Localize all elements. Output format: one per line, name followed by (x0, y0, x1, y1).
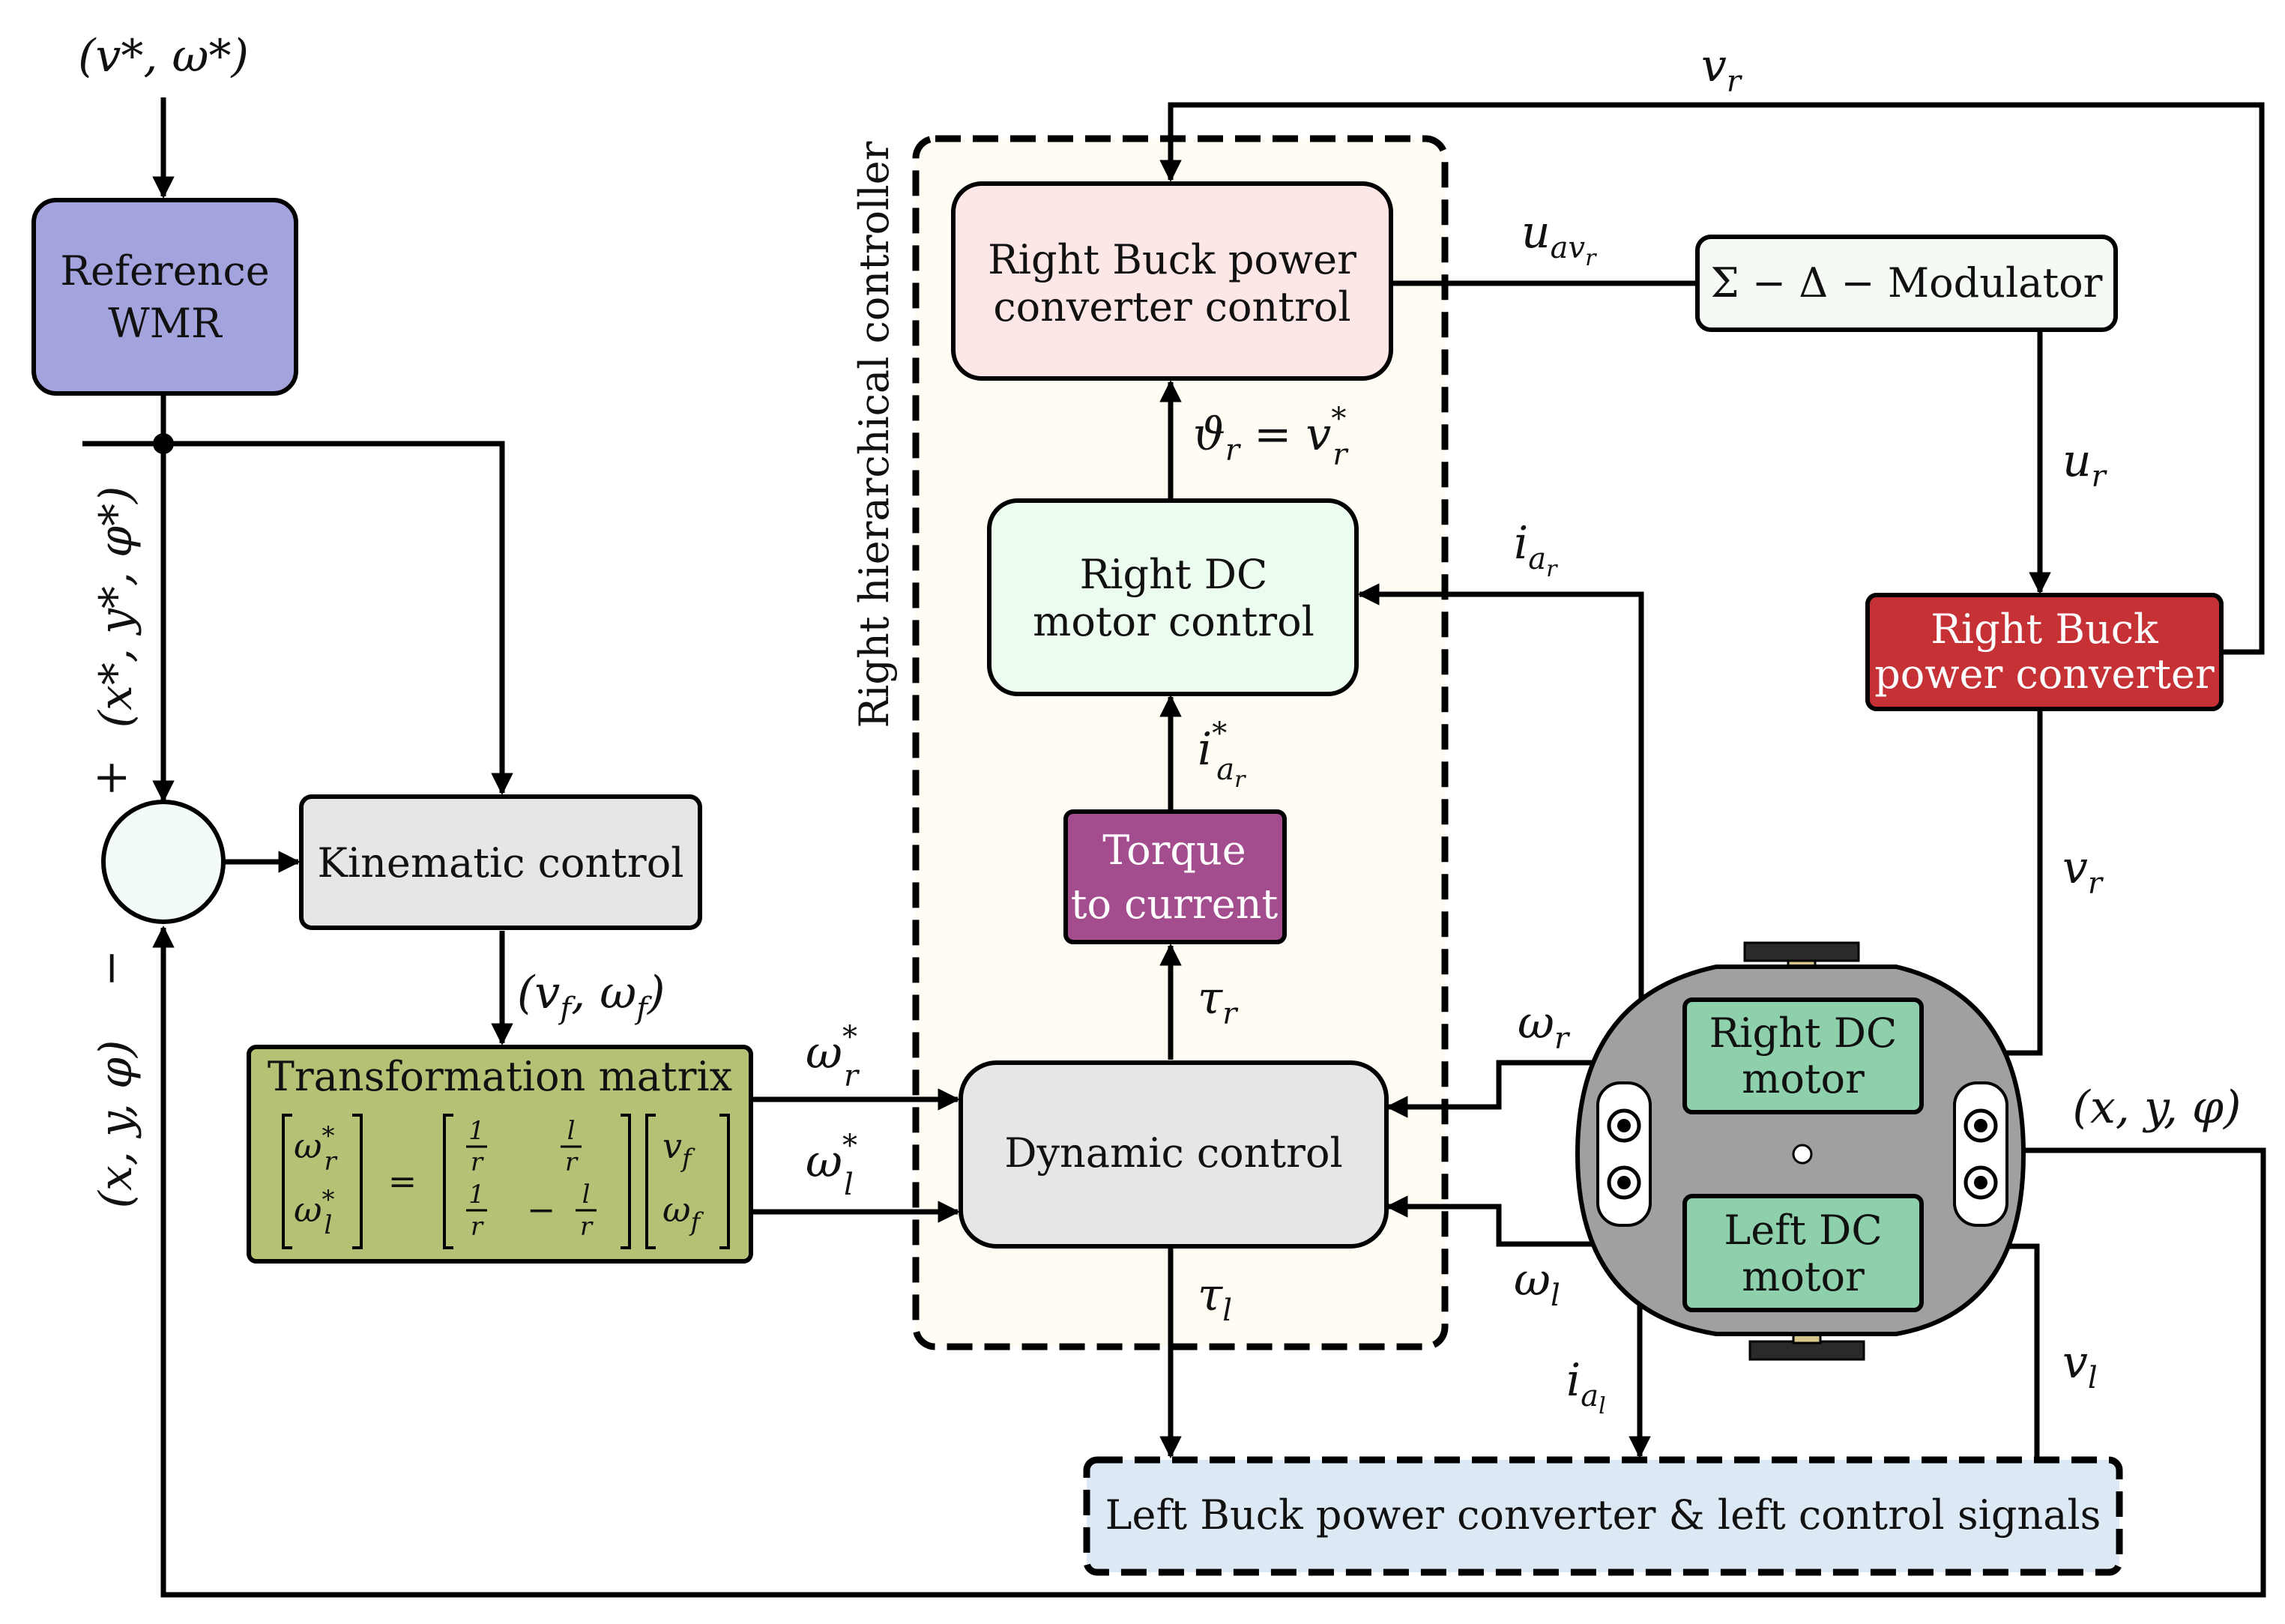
svg-text:r: r (565, 1147, 579, 1177)
label-theta-r: ϑr = v*r (1193, 402, 1349, 472)
right-hierarchical-controller-region (912, 135, 1449, 1350)
reference-wmr-block: Reference WMR (31, 198, 298, 396)
label-i-ar: iar (1514, 517, 1558, 582)
svg-text:r: r (471, 1147, 484, 1177)
svg-text:Dynamic control: Dynamic control (1004, 1129, 1343, 1177)
svg-text:Transformation matrix: Transformation matrix (268, 1053, 732, 1100)
svg-text:1: 1 (468, 1116, 485, 1146)
label-i-ar-star: i*ar (1198, 716, 1246, 793)
kinematic-control-block: Kinematic control (299, 794, 702, 930)
label-tau-r: τr (1198, 972, 1239, 1031)
svg-text:−: − (527, 1189, 556, 1230)
svg-text:l: l (567, 1116, 576, 1146)
svg-text:l: l (582, 1180, 591, 1210)
svg-text:converter control: converter control (993, 283, 1350, 330)
left-buck-converter-signals-block: Left Buck power converter & left control… (1083, 1456, 2123, 1576)
label-reference-pose: (x*, y*, φ*) (90, 486, 142, 728)
svg-text:to current: to current (1071, 881, 1279, 928)
label-v-r-top: vr (1701, 40, 1743, 99)
svg-text:motor: motor (1742, 1253, 1865, 1300)
label-omega-l: ωl (1514, 1254, 1560, 1313)
right-buck-power-converter-block: Right Buck power converter (1865, 593, 2224, 711)
svg-text:1: 1 (468, 1180, 485, 1210)
label-u-avr: uavr (1521, 206, 1597, 271)
svg-text:Left Buck power converter & le: Left Buck power converter & left control… (1105, 1491, 2101, 1539)
label-v-l: vl (2062, 1336, 2098, 1395)
svg-text:Left DC: Left DC (1724, 1207, 1882, 1254)
label-vf-wf: (vf, ωf) (517, 967, 665, 1026)
left-dc-motor-block: Left DC motor (1682, 1194, 1924, 1312)
label-omega-l-star: ω*l (806, 1129, 857, 1202)
label-pose-feedback: (x, y, φ) (90, 1040, 142, 1209)
right-buck-converter-control-block: Right Buck power converter control (951, 181, 1393, 381)
junction-dot (153, 433, 174, 454)
svg-text:power converter: power converter (1874, 650, 2215, 698)
label-reference-input: (v*, ω*) (78, 30, 249, 82)
label-minus: − (85, 950, 137, 987)
svg-text:Right Buck: Right Buck (1931, 606, 2159, 653)
label-omega-r-star: ω*r (806, 1020, 860, 1093)
svg-text:motor: motor (1742, 1055, 1865, 1102)
right-dc-motor-block: Right DC motor (1682, 997, 1924, 1114)
svg-text:Right DC: Right DC (1709, 1009, 1898, 1057)
svg-text:r: r (580, 1212, 594, 1242)
svg-text:Torque: Torque (1102, 827, 1246, 874)
svg-text:Reference: Reference (60, 247, 269, 295)
label-tau-l: τl (1198, 1269, 1232, 1328)
svg-text:Right Buck power: Right Buck power (988, 236, 1356, 283)
svg-text:r: r (471, 1212, 484, 1242)
label-plus: + (85, 759, 137, 797)
svg-text:Σ − Δ − Modulator: Σ − Δ − Modulator (1711, 259, 2103, 307)
label-i-al: ial (1566, 1354, 1606, 1419)
hier-controller-label: Right hierarchical controller (851, 141, 898, 728)
label-v-r-mid: vr (2062, 842, 2104, 901)
torque-to-current-block: Torque to current (1063, 809, 1287, 944)
sigma-delta-modulator-block: Σ − Δ − Modulator (1695, 235, 2118, 332)
dynamic-control-block: Dynamic control (959, 1060, 1389, 1249)
svg-text:=: = (388, 1161, 417, 1201)
svg-text:WMR: WMR (108, 300, 223, 347)
label-omega-r: ωr (1518, 997, 1571, 1056)
svg-text:vf: vf (662, 1126, 695, 1174)
summing-junction (101, 800, 226, 924)
matrix-equation: ω*r ω*l = 1 r l r 1 r − l r vf ωf (282, 1114, 730, 1249)
svg-text:ω*r: ω*r (294, 1121, 338, 1177)
svg-text:Right DC: Right DC (1080, 551, 1268, 598)
label-u-r: ur (2062, 435, 2108, 494)
right-dc-motor-control-block: Right DC motor control (987, 498, 1359, 696)
svg-text:ω*l: ω*l (294, 1185, 335, 1240)
svg-text:motor control: motor control (1033, 598, 1314, 645)
transformation-matrix-block: Transformation matrix (247, 1045, 753, 1264)
svg-text:Kinematic control: Kinematic control (318, 839, 684, 887)
label-pose-output: (x, y, φ) (2073, 1081, 2242, 1134)
